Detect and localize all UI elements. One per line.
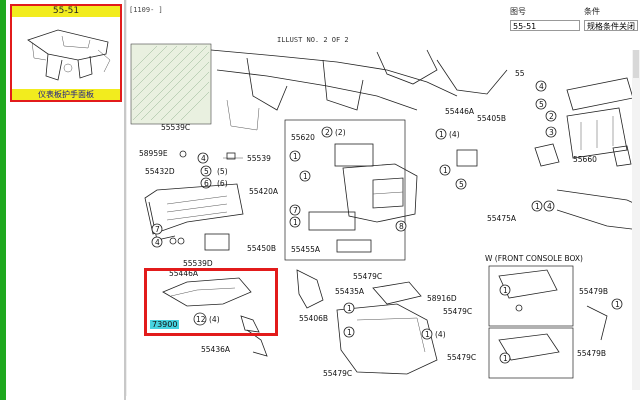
part-55435A[interactable]: 55435A [335,287,365,296]
svg-text:2: 2 [549,112,554,121]
figure-number-label: 图号 [510,7,526,16]
svg-text:2: 2 [325,128,330,137]
callout-4-low: (4) [435,330,446,339]
part-55539D[interactable]: 55539D [183,259,213,268]
part-73900-highlighted[interactable]: 73900 [150,320,180,329]
part-55660[interactable]: 55660 [573,155,597,164]
hatch-lines [132,45,210,121]
svg-text:1: 1 [293,218,298,227]
svg-text:5: 5 [204,167,209,176]
svg-text:4: 4 [201,154,206,163]
thumbnail-image [27,29,111,81]
part-55436A[interactable]: 55436A [201,345,231,354]
illustration-number: ILLUST NO. 2 OF 2 [277,36,349,44]
part-55446A-group[interactable]: 55446A [169,269,199,278]
callout-6: (6) [217,179,228,188]
svg-text:12: 12 [196,315,206,324]
svg-text:5: 5 [459,180,464,189]
svg-text:1: 1 [347,304,352,313]
svg-text:1: 1 [503,286,508,295]
condition-label: 条件 [584,7,600,16]
callout-5: (5) [217,167,228,176]
svg-text:5: 5 [539,100,544,109]
part-55432D[interactable]: 55432D [145,167,175,176]
svg-text:1: 1 [303,172,308,181]
svg-text:7: 7 [155,225,160,234]
condition-field[interactable]: 规格条件关闭 [584,20,638,31]
part-55539[interactable]: 55539 [247,154,271,163]
left-accent-bar [0,0,6,400]
svg-text:1: 1 [425,330,430,339]
part-55475A[interactable]: 55475A [487,214,517,223]
part-55405B[interactable]: 55405B [477,114,506,123]
svg-text:4: 4 [155,238,160,247]
part-55479C-3[interactable]: 55479C [323,369,352,378]
part-55420A[interactable]: 55420A [249,187,279,196]
part-55450B[interactable]: 55450B [247,244,276,253]
svg-text:1: 1 [535,202,540,211]
part-55455A[interactable]: 55455A [291,245,321,254]
parts-illustration: 55539C 55539 58959E 55432D 4 5 (5) 6 (6)… [130,43,640,379]
subassembly-box [284,119,406,261]
callout-4-hl: (4) [209,315,220,324]
svg-text:1: 1 [347,328,352,337]
svg-text:7: 7 [293,206,298,215]
callout-4-right: (4) [449,130,460,139]
thumbnail-caption: 仪表板护手面板 [12,89,120,100]
viewer-scrollbar[interactable] [632,50,640,390]
svg-text:8: 8 [399,222,404,231]
illustration-viewer: [1109- ] 图号 条件 55-51 规格条件关闭 ILLUST NO. 2… [127,0,640,400]
svg-text:4: 4 [539,82,544,91]
part-55620[interactable]: 55620 [291,133,315,142]
part-55479B-2[interactable]: 55479B [577,349,606,358]
svg-text:1: 1 [293,152,298,161]
part-55446A[interactable]: 55446A [445,107,475,116]
thumbnail-panel: 55-51 仪表板护手面板 [6,0,132,400]
part-55406B[interactable]: 55406B [299,314,328,323]
svg-text:1: 1 [615,300,620,309]
viewer-header: [1109- ] 图号 条件 55-51 规格条件关闭 [127,0,640,31]
part-58916D[interactable]: 58916D [427,294,457,303]
viewer-scrollbar-thumb[interactable] [633,50,639,78]
svg-text:1: 1 [443,166,448,175]
dash-panel-55432D [144,183,244,235]
svg-text:1: 1 [439,130,444,139]
svg-text:3: 3 [549,128,554,137]
figure-number-field[interactable]: 55-51 [510,20,580,31]
part-55[interactable]: 55 [515,69,525,78]
thumbnail-title: 55-51 [12,6,120,17]
part-55479B-1[interactable]: 55479B [579,287,608,296]
green-hatched-area [130,43,212,125]
console-note: W (FRONT CONSOLE BOX) [485,254,583,263]
svg-text:6: 6 [204,179,209,188]
part-55479C-2[interactable]: 55479C [443,307,472,316]
part-58959E[interactable]: 58959E [139,149,168,158]
part-55479C-4[interactable]: 55479C [447,353,476,362]
svg-text:1: 1 [503,354,508,363]
svg-text:4: 4 [547,202,552,211]
callout-2: (2) [335,128,346,137]
part-55479C-1[interactable]: 55479C [353,272,382,281]
thumbnail-card-selected[interactable]: 55-51 仪表板护手面板 [10,4,122,102]
code-tag: [1109- ] [129,6,163,14]
part-55539C[interactable]: 55539C [161,123,190,132]
